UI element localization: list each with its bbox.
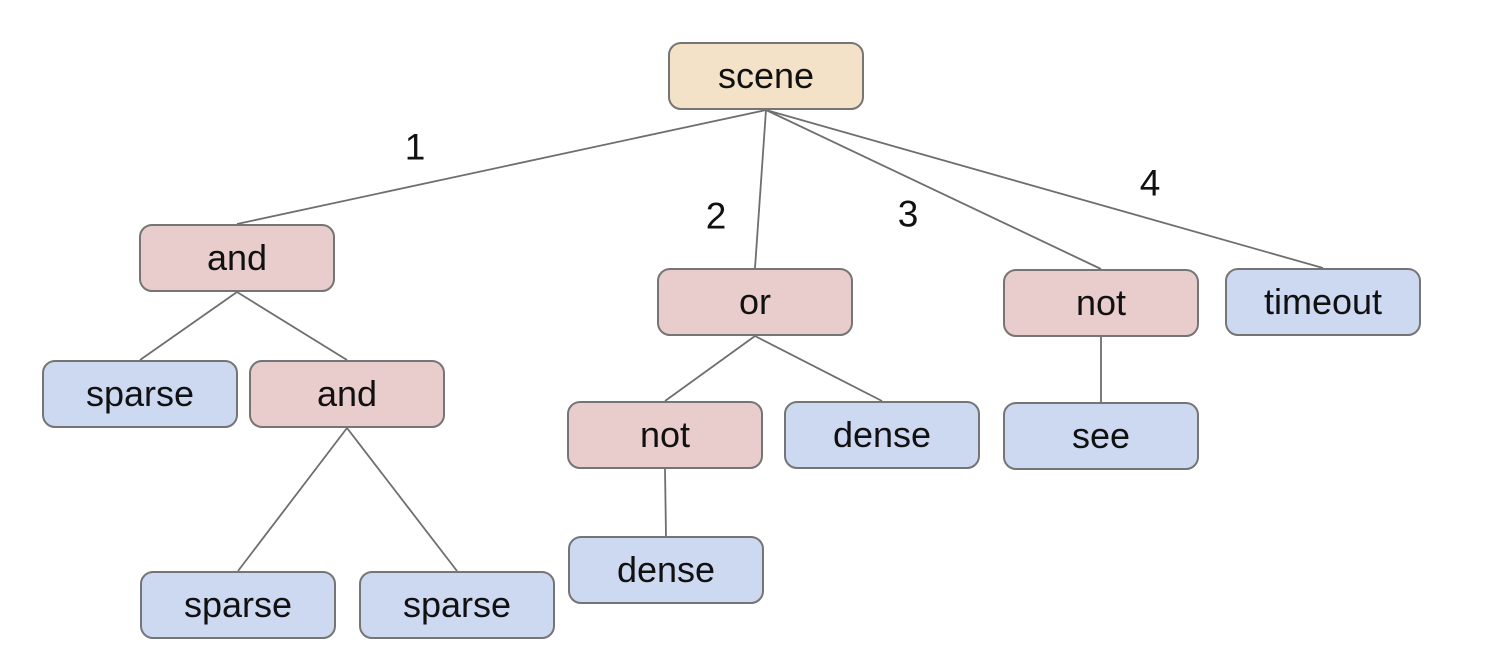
- tree-node-and1: and: [139, 224, 335, 292]
- tree-node-label: timeout: [1263, 281, 1383, 322]
- tree-node-not2: not: [1003, 269, 1199, 337]
- edge-label-3: 3: [897, 193, 919, 235]
- edge-label-2: 2: [705, 195, 727, 237]
- tree-node-sparse1: sparse: [42, 360, 238, 428]
- tree-node-label: or: [738, 281, 771, 322]
- tree-node-label: not: [639, 414, 691, 455]
- tree-node-dense1: dense: [784, 401, 980, 469]
- edge-or1-not1: [664, 335, 756, 402]
- tree-node-label: scene: [717, 55, 815, 96]
- edge-or1-dense1: [754, 335, 883, 402]
- edge-label-4: 4: [1139, 162, 1161, 204]
- edge-scene-and1: [236, 109, 767, 225]
- edge-scene-or1: [754, 109, 767, 269]
- tree-node-label: sparse: [402, 584, 512, 625]
- tree-node-see: see: [1003, 402, 1199, 470]
- tree-node-label: sparse: [85, 373, 195, 414]
- tree-node-sparse3: sparse: [359, 571, 555, 639]
- tree-node-label: dense: [832, 414, 932, 455]
- edge-not1-dense2: [664, 468, 667, 537]
- tree-node-sparse2: sparse: [140, 571, 336, 639]
- tree-node-label: sparse: [183, 584, 293, 625]
- edge-and2-sparse2: [237, 427, 348, 572]
- edge-and2-sparse3: [346, 427, 458, 572]
- tree-node-label: dense: [616, 549, 716, 590]
- tree-node-or1: or: [657, 268, 853, 336]
- tree-node-not1: not: [567, 401, 763, 469]
- tree-node-label: see: [1071, 415, 1131, 456]
- tree-node-scene: scene: [668, 42, 864, 110]
- tree-node-timeout: timeout: [1225, 268, 1421, 336]
- tree-node-label: and: [316, 373, 378, 414]
- edge-scene-timeout: [765, 109, 1324, 269]
- edge-and1-sparse1: [139, 291, 238, 361]
- tree-node-dense2: dense: [568, 536, 764, 604]
- tree-node-label: not: [1075, 282, 1127, 323]
- edge-label-1: 1: [404, 126, 426, 168]
- tree-node-and2: and: [249, 360, 445, 428]
- edge-scene-not2: [765, 109, 1102, 270]
- tree-node-label: and: [206, 237, 268, 278]
- edge-and1-and2: [236, 291, 348, 361]
